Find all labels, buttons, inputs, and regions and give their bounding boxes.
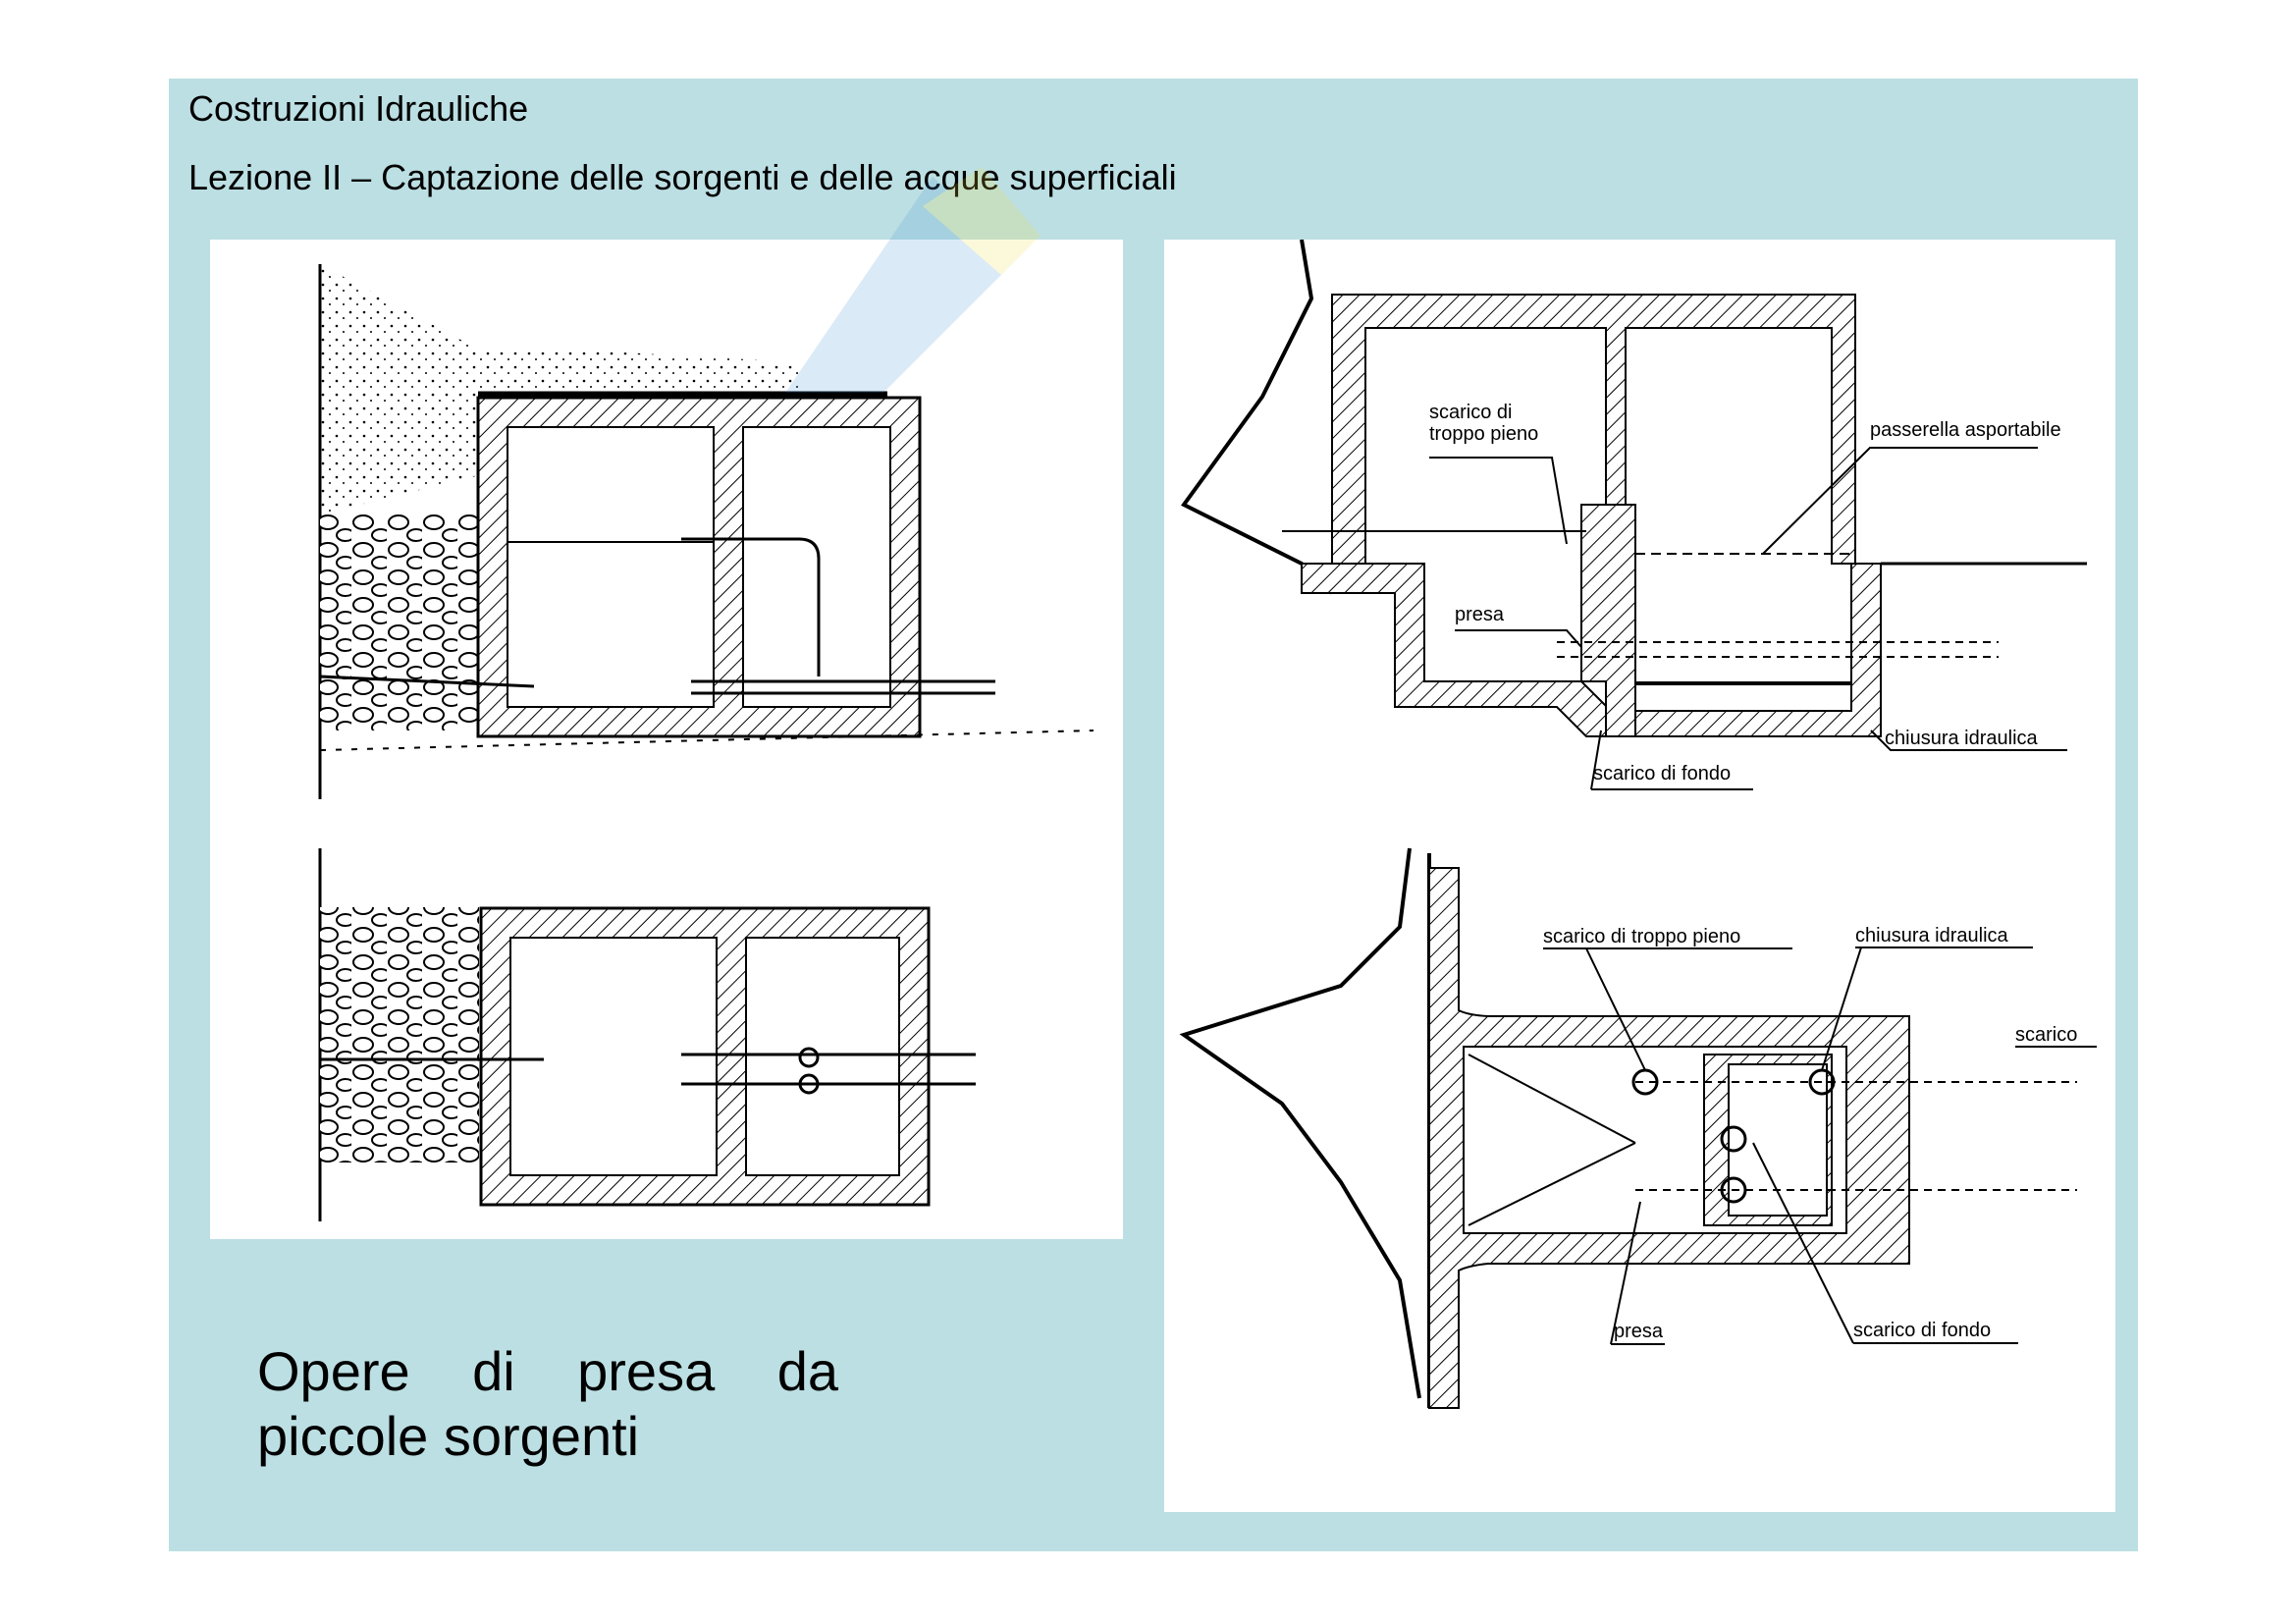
caption-word: di	[472, 1340, 515, 1402]
plan-label-presa: presa	[1614, 1321, 1664, 1342]
label-presa: presa	[1455, 604, 1505, 625]
plan-label-scarico: scarico	[2015, 1024, 2077, 1046]
label-scarico-di-fondo: scarico di fondo	[1593, 763, 1731, 784]
label-scarico-troppo-pieno-line1: scarico di	[1429, 402, 1512, 423]
left-figure-small-spring-intake	[210, 240, 1123, 1239]
caption-word: da	[776, 1340, 838, 1402]
label-passerella-asportabile: passerella asportabile	[1870, 419, 2061, 441]
left-drawing	[318, 264, 1095, 1221]
slide-caption: Opere di presa da piccole sorgenti	[257, 1339, 838, 1469]
plan-label-scarico-troppo-pieno: scarico di troppo pieno	[1543, 926, 1740, 947]
plan-label-scarico-di-fondo: scarico di fondo	[1853, 1320, 1991, 1341]
caption-line-2: piccole sorgenti	[257, 1405, 640, 1467]
label-chiusura-idraulica: chiusura idraulica	[1885, 728, 2039, 749]
caption-word: presa	[577, 1340, 716, 1402]
plan-label-chiusura-idraulica: chiusura idraulica	[1855, 925, 2009, 947]
right-figure-surface-water-intake: scarico di troppo pieno passerella aspor…	[1164, 240, 2115, 1512]
lesson-title: Lezione II – Captazione delle sorgenti e…	[188, 157, 1177, 197]
right-drawing: scarico di troppo pieno passerella aspor…	[1179, 240, 2097, 1409]
caption-word: Opere	[257, 1340, 410, 1402]
label-scarico-troppo-pieno-line2: troppo pieno	[1429, 423, 1538, 445]
course-title: Costruzioni Idrauliche	[188, 88, 529, 129]
